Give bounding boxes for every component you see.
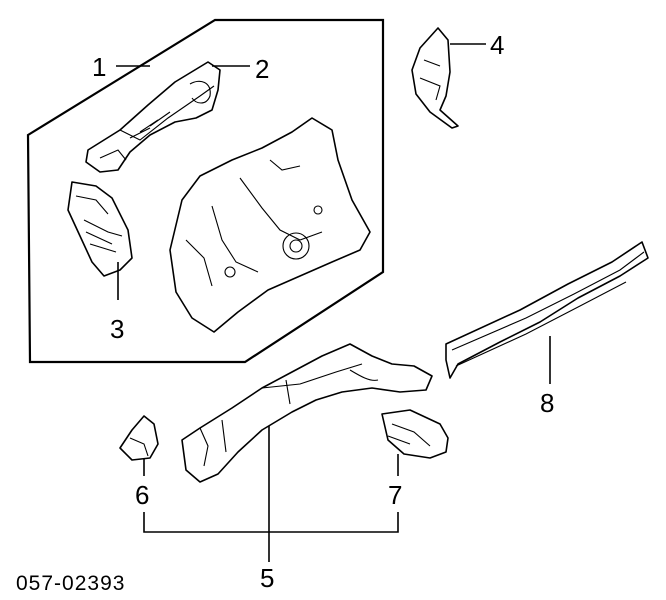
callout-4: 4 [490,30,504,60]
part-wheel-arch-panel [85,61,221,173]
part-corner-pillar [67,181,133,277]
part-reinforcement-bracket [381,409,449,459]
callout-6: 6 [135,480,149,510]
callout-7: 7 [388,480,402,510]
bracket-5 [143,512,399,533]
callout-2: 2 [255,54,269,84]
callout-8: 8 [540,388,554,418]
callout-1: 1 [92,52,106,82]
inset-frame [26,18,385,364]
callout-5: 5 [260,563,274,593]
part-frame-rail [445,241,649,379]
part-small-bracket [119,415,159,461]
part-upper-bracket [411,27,459,129]
part-side-member [181,343,433,483]
diagram-code: 057-02393 [16,572,125,595]
callout-3: 3 [110,314,124,344]
part-dash-panel [169,117,371,333]
